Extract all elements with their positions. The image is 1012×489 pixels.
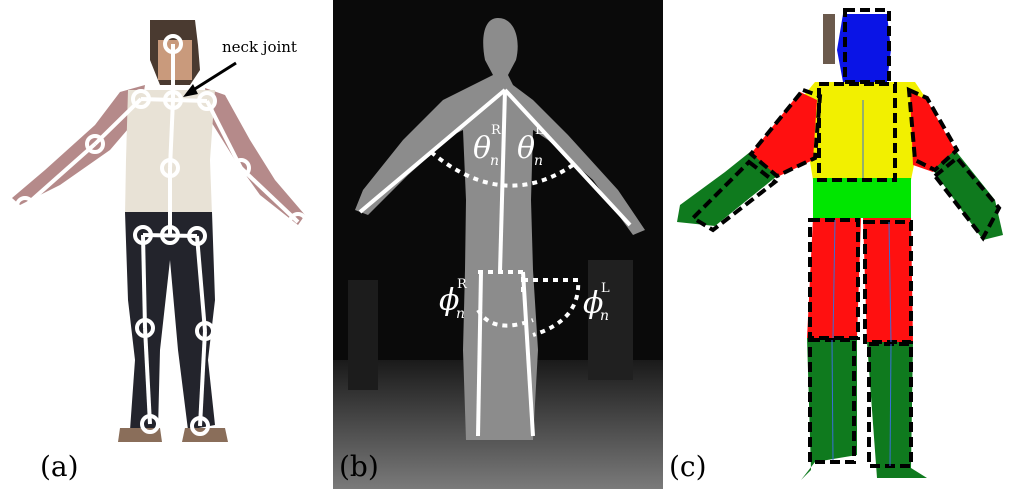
segment-hip bbox=[813, 178, 911, 218]
svg-text:θ: θ bbox=[517, 131, 535, 166]
neck-joint-callout: neck joint bbox=[183, 38, 297, 97]
panel-c-figure: (c) bbox=[665, 0, 1012, 489]
svg-text:R: R bbox=[457, 277, 468, 292]
segment-left-lower-leg bbox=[867, 342, 927, 478]
svg-text:n: n bbox=[534, 153, 543, 169]
neck-joint-label: neck joint bbox=[222, 38, 297, 56]
segment-left-thigh bbox=[863, 218, 913, 342]
panel-a-figure: neck joint (a) bbox=[0, 0, 320, 489]
panel-b-label: (b) bbox=[339, 450, 379, 483]
svg-text:L: L bbox=[535, 123, 544, 138]
panel-c-segmentation: (c) bbox=[665, 0, 1012, 489]
panel-b-depth: θ n R θ n L ϕ n R ϕ n L (b) bbox=[333, 0, 663, 489]
svg-text:n: n bbox=[490, 153, 499, 169]
svg-text:n: n bbox=[600, 308, 609, 324]
svg-text:θ: θ bbox=[473, 131, 491, 166]
panel-b-figure: θ n R θ n L ϕ n R ϕ n L (b) bbox=[333, 0, 663, 489]
panel-a-skeleton: neck joint (a) bbox=[0, 0, 320, 489]
svg-text:n: n bbox=[456, 306, 465, 322]
panel-a-label: (a) bbox=[40, 450, 79, 483]
svg-text:L: L bbox=[601, 281, 610, 296]
panel-c-label: (c) bbox=[669, 450, 707, 483]
svg-text:R: R bbox=[491, 123, 502, 138]
person-photo bbox=[12, 20, 305, 442]
